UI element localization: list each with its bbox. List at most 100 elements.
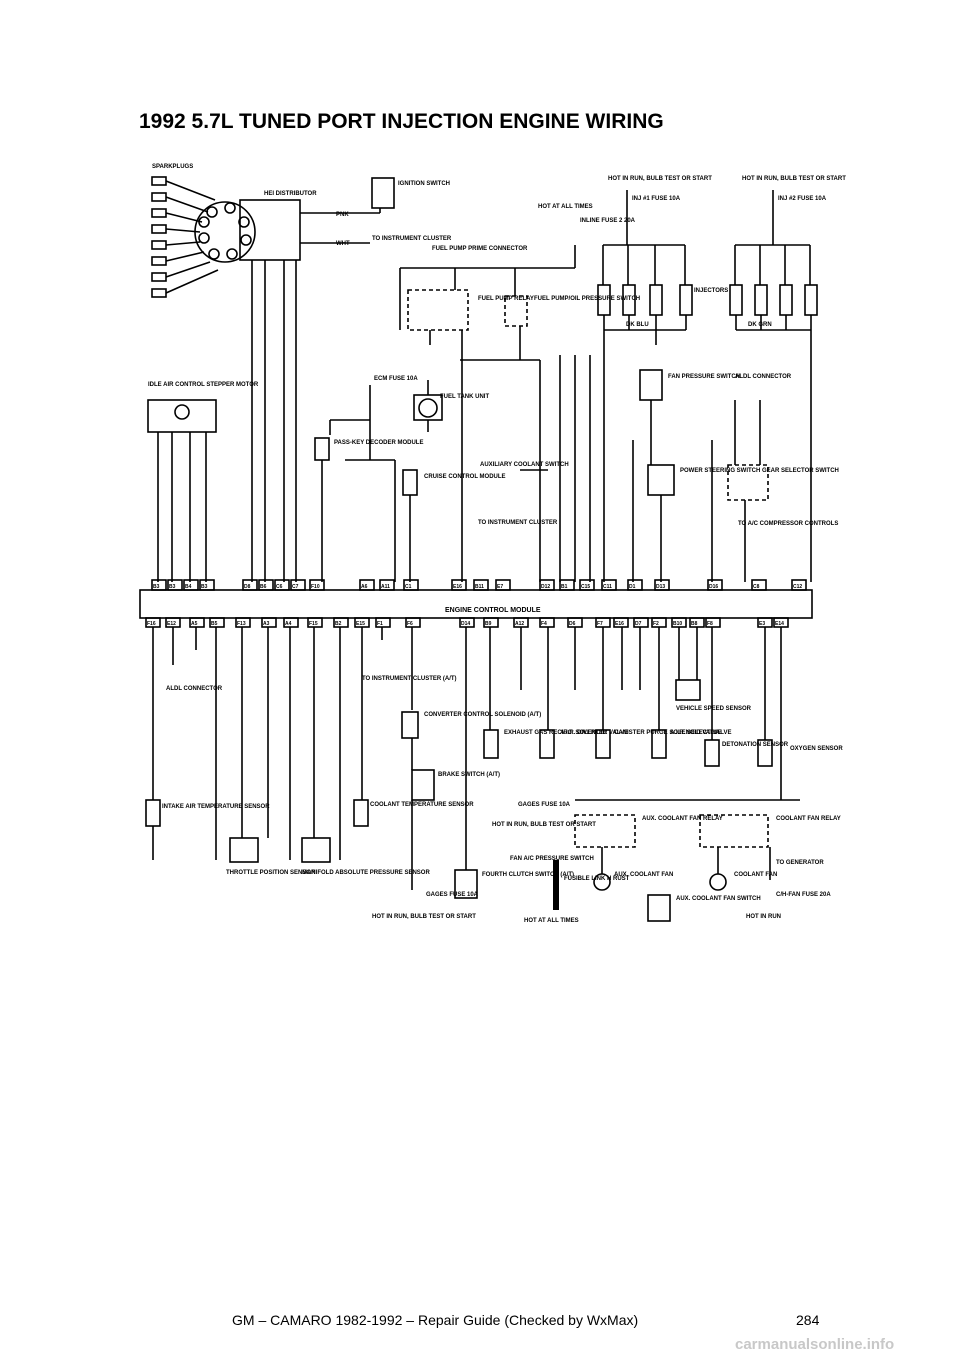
- fourth-clutch-label: FOURTH CLUTCH SWITCH (A/T): [482, 872, 574, 878]
- ecm-top-pin: B3: [153, 584, 160, 590]
- detonation-label: DETONATION SENSOR: [722, 742, 789, 748]
- c-h-fan-fuse-label: C/H-FAN FUSE 20A: [776, 892, 831, 898]
- ecm-top-pin: C12: [793, 584, 802, 590]
- intake-air-temp-label: INTAKE AIR TEMPERATURE SENSOR: [162, 804, 270, 810]
- inline-fuse-label: INLINE FUSE 2 20A: [580, 218, 636, 224]
- ecm-bottom-pin: F2: [653, 621, 659, 627]
- ecm-top-pin: C1: [405, 584, 412, 590]
- sparkplug-group: [151, 176, 219, 298]
- coolant-temp-label: COOLANT TEMPERATURE SENSOR: [370, 802, 474, 808]
- injectors-label: INJECTORS: [694, 288, 728, 294]
- ecm-bottom-pin: D14: [461, 621, 470, 627]
- oxygen-label: OXYGEN SENSOR: [790, 746, 843, 752]
- ecm-top-pin: D8: [244, 584, 251, 590]
- ecm-top-pin: C11: [603, 584, 612, 590]
- ecm-bottom-pin: F15: [309, 621, 318, 627]
- ecm-top-pin: B3: [201, 584, 208, 590]
- ecm-bottom-pin: A12: [515, 621, 524, 627]
- ecm-bottom-pin: E15: [356, 621, 365, 627]
- throttle-position-label: THROTTLE POSITION SENSOR: [226, 870, 316, 876]
- ecm-top-pin: A11: [381, 584, 390, 590]
- hot-in-run-2b-label: HOT IN RUN, BULB TEST OR START: [492, 822, 596, 828]
- coolant-fan-label: COOLANT FAN: [734, 872, 777, 878]
- ecm-bottom-pin: F13: [237, 621, 246, 627]
- air-select-label: A.I.R. SELECT VALVE: [670, 730, 731, 736]
- ecm-bottom-pin: D6: [569, 621, 576, 627]
- brake-switch-label: BRAKE SWITCH (A/T): [438, 772, 500, 778]
- ecm-top-pin: C6: [276, 584, 283, 590]
- hot-in-run-2-label: HOT IN RUN, BULB TEST OR START: [742, 176, 846, 182]
- dk-grn-label: DK GRN: [748, 322, 772, 328]
- ecm-bottom-pin: E16: [615, 621, 624, 627]
- ecm-top-pin: E16: [453, 584, 462, 590]
- iac-motor-label: IDLE AIR CONTROL STEPPER MOTOR: [148, 382, 259, 388]
- coolant-fan-relay-label: COOLANT FAN RELAY: [776, 816, 841, 822]
- page-title: 1992 5.7L TUNED PORT INJECTION ENGINE WI…: [139, 110, 664, 133]
- aldl-connector-label: ALDL CONNECTOR: [735, 374, 792, 380]
- to-instrument-cluster-label: TO INSTRUMENT CLUSTER: [372, 236, 452, 242]
- fan-ac-pressure-label: FAN A/C PRESSURE SWITCH: [510, 856, 594, 862]
- ecm-top-pin: E7: [497, 584, 503, 590]
- ecm-bottom-pin: E14: [775, 621, 784, 627]
- to-cluster-at-label: TO INSTRUMENT CLUSTER (A/T): [362, 676, 457, 682]
- ecm-top-pin: B3: [169, 584, 176, 590]
- gages-fuse-2-label: GAGES FUSE 10A: [518, 802, 571, 808]
- hot-in-run-bottom-label: HOT IN RUN, BULB TEST OR START: [372, 914, 476, 920]
- ecm-top-pin: A6: [361, 584, 368, 590]
- fan-pressure-switch-label: FAN PRESSURE SWITCH: [668, 374, 740, 380]
- gages-fuse-label: GAGES FUSE 10A: [426, 892, 479, 898]
- ecm-top-pin: C8: [753, 584, 760, 590]
- ecm-bottom-pin: A4: [285, 621, 292, 627]
- ecm-top-pin: C15: [581, 584, 590, 590]
- power-steering-label: POWER STEERING SWITCH: [680, 468, 760, 474]
- hot-in-run-label: HOT IN RUN: [746, 914, 781, 920]
- ecm-bottom-pin: E3: [759, 621, 765, 627]
- to-generator-label: TO GENERATOR: [776, 860, 824, 866]
- ecm-bottom-pin: E12: [167, 621, 176, 627]
- to-instrument-cluster-2-label: TO INSTRUMENT CLUSTER: [478, 520, 558, 526]
- gear-selector-label: GEAR SELECTOR SWITCH: [762, 468, 839, 474]
- ecm-bottom-pin: F1: [377, 621, 383, 627]
- ecm-bottom-pin: B2: [335, 621, 342, 627]
- ecm-top-pin: B4: [185, 584, 192, 590]
- ecm-bottom-pin: F6: [407, 621, 413, 627]
- aux-coolant-fan-label: AUX. COOLANT FAN: [614, 872, 673, 878]
- fuel-tank-unit-label: FUEL TANK UNIT: [440, 394, 489, 400]
- page-number: 284: [796, 1312, 820, 1328]
- distributor-label: HEI DISTRIBUTOR: [264, 191, 317, 197]
- ecm-bottom-pin: B8: [691, 621, 698, 627]
- pnk-label: PNK: [336, 212, 349, 218]
- to-ac-label: TO A/C COMPRESSOR CONTROLS: [738, 521, 838, 527]
- sparkplugs-label: SPARKPLUGS: [152, 164, 193, 170]
- ecm-bottom-pin: B9: [485, 621, 492, 627]
- aux-coolant-switch-label: AUXILIARY COOLANT SWITCH: [480, 462, 569, 468]
- aux-coolant-fan-relay-label: AUX. COOLANT FAN RELAY: [642, 816, 723, 822]
- ignition-switch-label: IGNITION SWITCH: [398, 181, 450, 187]
- ecm-top-pin: F10: [311, 584, 320, 590]
- hot-at-all-times-label: HOT AT ALL TIMES: [538, 204, 593, 210]
- ecm-top-pin: B11: [475, 584, 484, 590]
- fusible-link-label: FUSIBLE LINK H RUST: [564, 876, 630, 882]
- ecm-bottom-pin: D7: [635, 621, 642, 627]
- canister-purge-label: CANISTER PURGE SOLENOID VALVE: [614, 730, 721, 736]
- inj-fuse-1-label: INJ #1 FUSE 10A: [632, 196, 681, 202]
- wht-label: WHT: [336, 241, 350, 247]
- ecm-bottom-pin: B5: [211, 621, 218, 627]
- ecm-bottom-pin: B10: [673, 621, 682, 627]
- fuel-pump-relay-label: FUEL PUMP RELAY: [478, 296, 534, 302]
- vss-label: VEHICLE SPEED SENSOR: [676, 706, 752, 712]
- map-sensor-label: MANIFOLD ABSOLUTE PRESSURE SENSOR: [302, 870, 430, 876]
- ecm-bottom-pin: F8: [707, 621, 713, 627]
- watermark: carmanualsonline.info: [735, 1336, 895, 1353]
- ecm-fuse-label: ECM FUSE 10A: [374, 376, 418, 382]
- footer-text: GM – CAMARO 1982-1992 – Repair Guide (Ch…: [232, 1312, 639, 1328]
- inj-fuse-2-label: INJ #2 FUSE 10A: [778, 196, 827, 202]
- ecm-bottom-pin: A5: [191, 621, 198, 627]
- pass-key-label: PASS-KEY DECODER MODULE: [334, 440, 423, 446]
- cruise-control-label: CRUISE CONTROL MODULE: [424, 474, 506, 480]
- fuel-pump-oil-pressure-label: FUEL PUMP/OIL PRESSURE SWITCH: [534, 296, 640, 302]
- distributor: [194, 199, 301, 263]
- aldl-connector-2-label: ALDL CONNECTOR: [166, 686, 223, 692]
- ecm-label: ENGINE CONTROL MODULE: [445, 607, 541, 614]
